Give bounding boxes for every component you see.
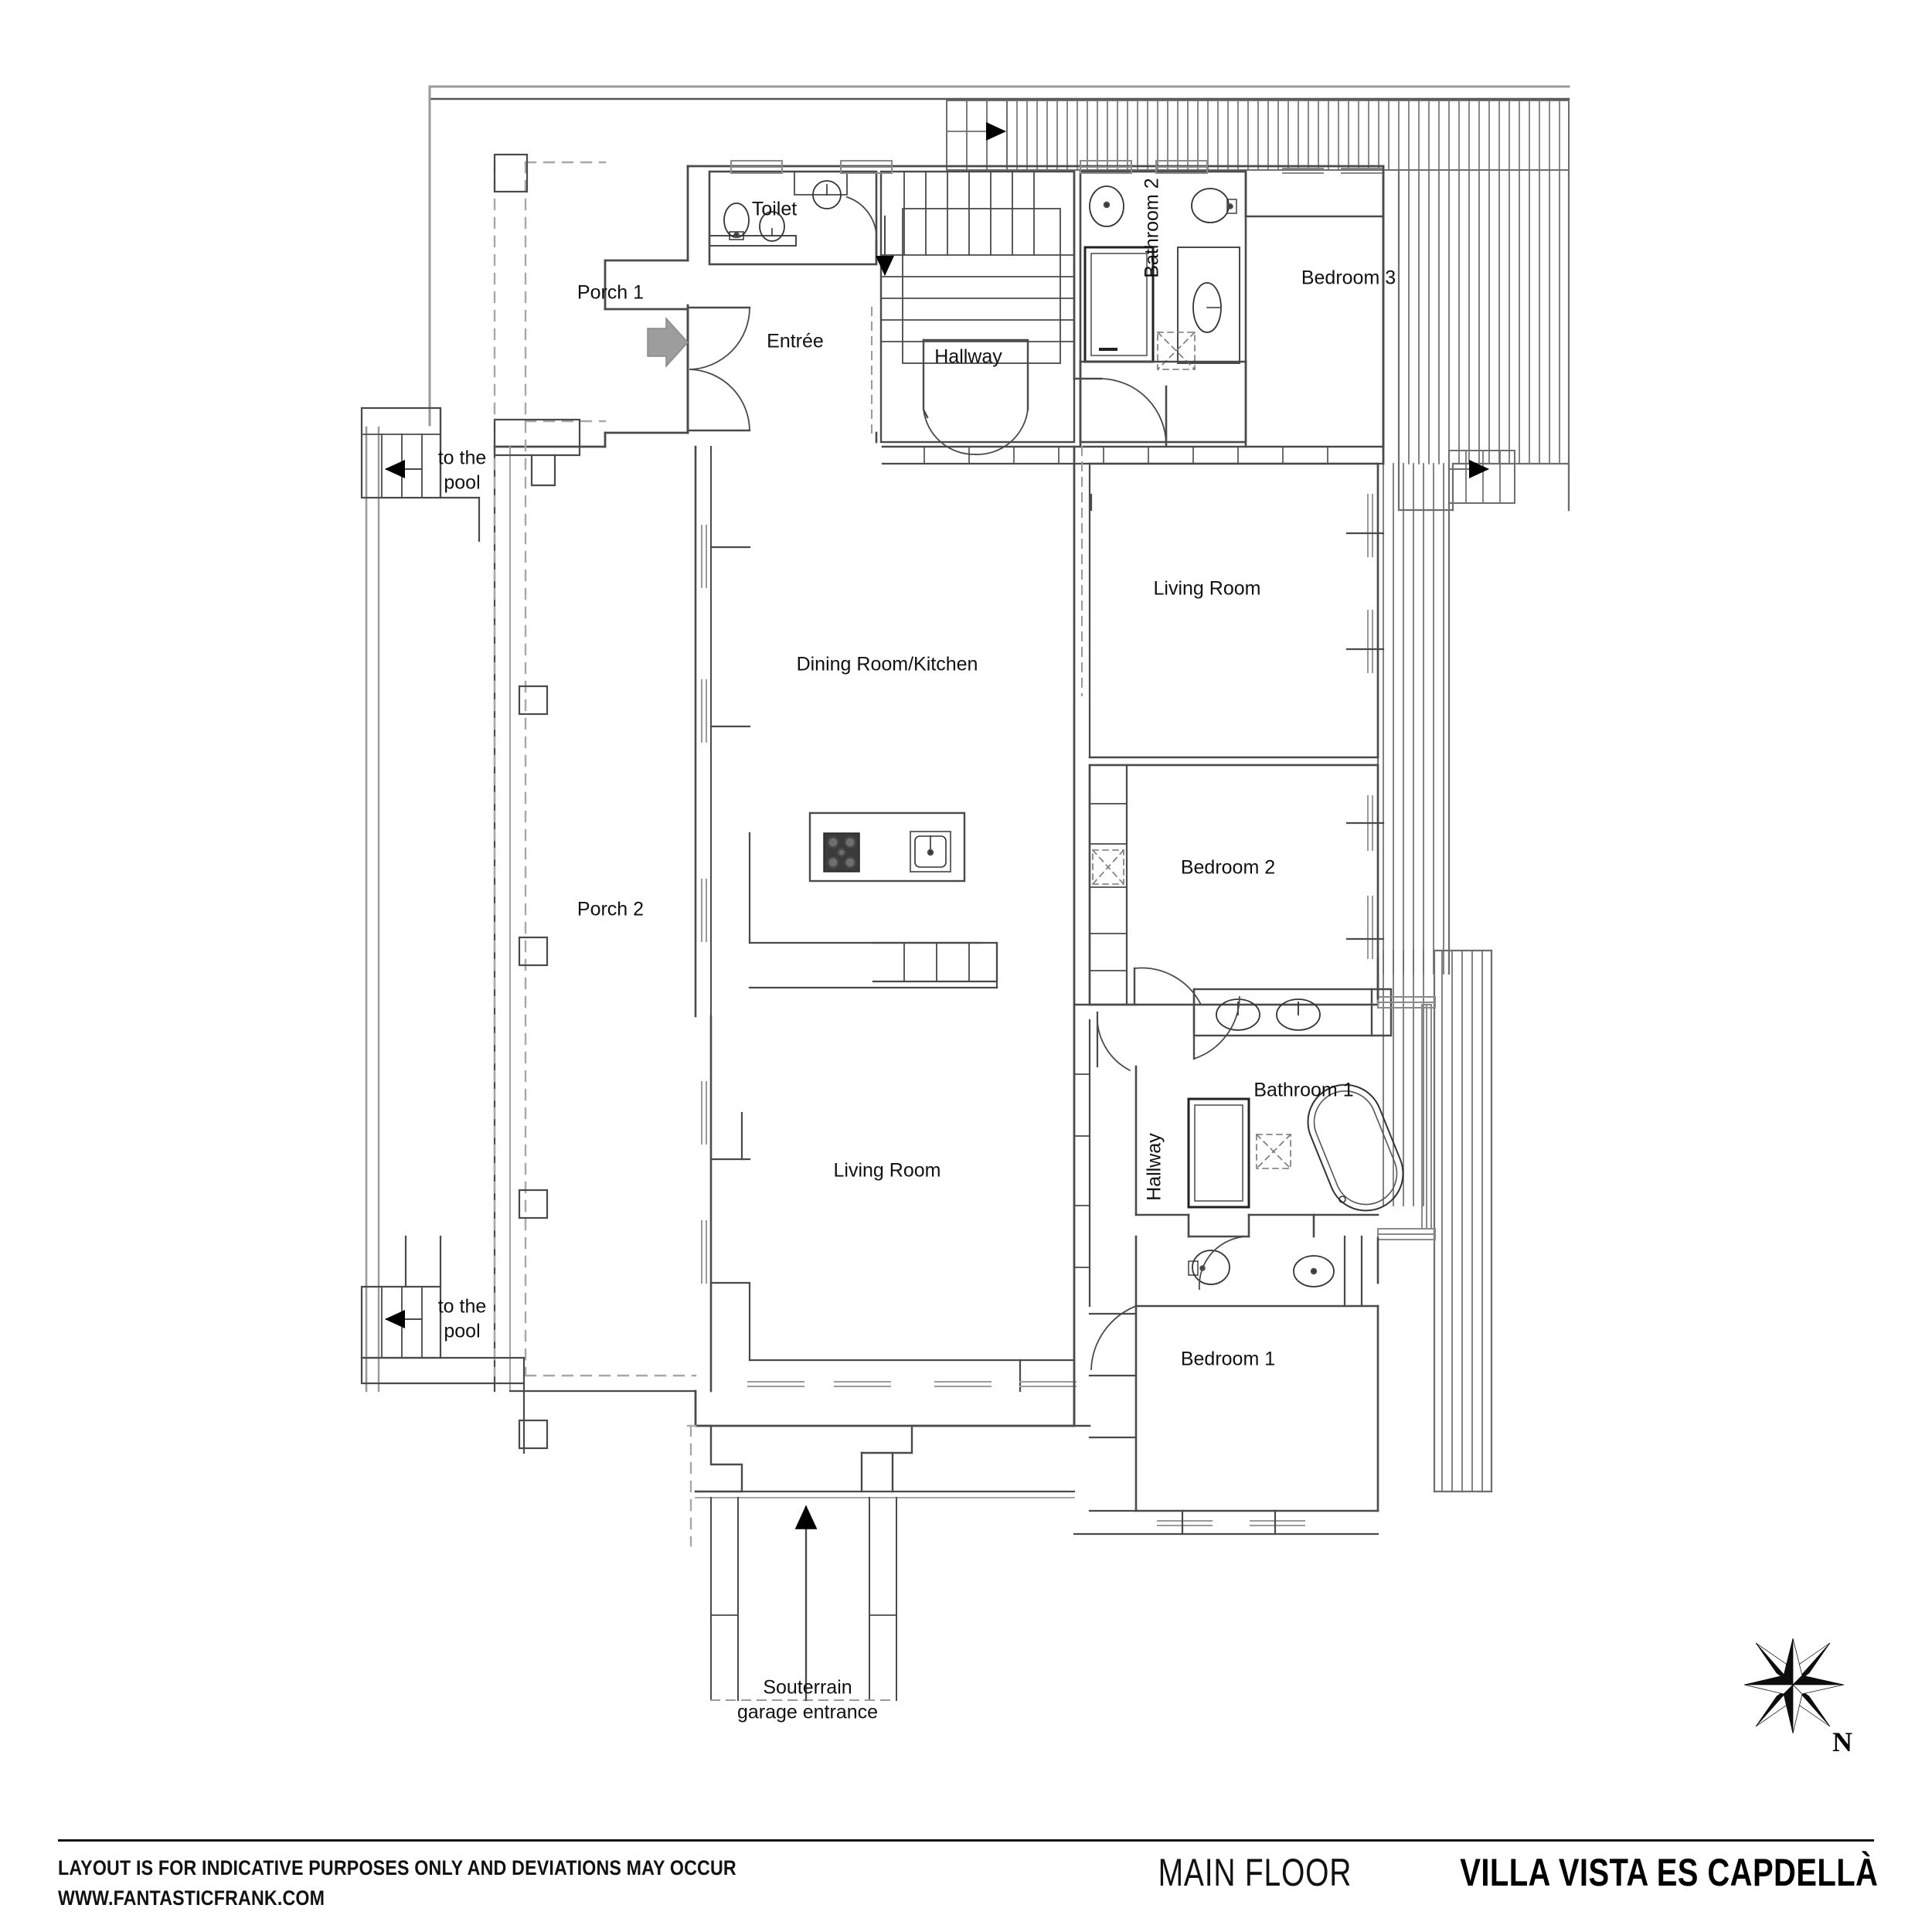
room-bathroom-2 bbox=[1079, 170, 1247, 448]
annotation-to-pool-lower-line2: pool bbox=[444, 1321, 480, 1342]
porch-boundaries bbox=[493, 161, 697, 1547]
windows-top-wall bbox=[730, 160, 1208, 174]
label-bedroom-2: Bedroom 2 bbox=[1181, 857, 1275, 879]
terrace-decking-right-mid bbox=[1376, 450, 1515, 1006]
compass-rose: N bbox=[1735, 1627, 1889, 1804]
site-boundary bbox=[365, 85, 1570, 1393]
room-bedroom-1 bbox=[1073, 1304, 1379, 1536]
label-bedroom-1: Bedroom 1 bbox=[1181, 1349, 1275, 1370]
room-dining-kitchen bbox=[694, 445, 1083, 1284]
main-house-walls bbox=[493, 165, 1385, 1427]
terrace-decking-lower-right bbox=[1433, 949, 1493, 1493]
footer-title-block: MAIN FLOOR VILLA VISTA ES CAPDELLÀ bbox=[1104, 1850, 1878, 1895]
room-bathroom-1 bbox=[1096, 957, 1436, 1308]
pool-stairs-upper bbox=[360, 406, 581, 543]
room-labels: Porch 1 Porch 2 Toilet Entrée Hallway Ba… bbox=[577, 178, 1396, 1369]
footer-divider bbox=[58, 1839, 1874, 1842]
label-bathroom-1: Bathroom 1 bbox=[1253, 1080, 1353, 1101]
room-toilet bbox=[708, 170, 878, 266]
annotation-souterrain-line1: Souterrain bbox=[763, 1677, 852, 1699]
website-url: WWW.FANTASTICFRANK.COM bbox=[58, 1886, 325, 1910]
room-bedroom-3 bbox=[1244, 165, 1385, 448]
label-entree: Entrée bbox=[767, 331, 824, 352]
label-porch-2: Porch 2 bbox=[577, 899, 644, 920]
annotation-to-pool-upper-line1: to the bbox=[438, 447, 487, 469]
annotation-to-pool-upper-line2: pool bbox=[444, 472, 480, 494]
pool-stairs-lower bbox=[360, 1235, 526, 1454]
compass-rose-icon bbox=[1743, 1638, 1845, 1734]
property-title: VILLA VISTA ES CAPDELLÀ bbox=[1459, 1851, 1878, 1894]
hallway-lower-structure bbox=[1073, 1003, 1138, 1370]
label-living-room-lower: Living Room bbox=[834, 1160, 941, 1182]
central-spine-wall bbox=[1073, 445, 1091, 1427]
label-bathroom-2: Bathroom 2 bbox=[1141, 178, 1163, 277]
label-bedroom-3: Bedroom 3 bbox=[1301, 267, 1396, 289]
floor-label: MAIN FLOOR bbox=[1158, 1851, 1352, 1894]
footer: LAYOUT IS FOR INDICATIVE PURPOSES ONLY A… bbox=[0, 1839, 1932, 1932]
label-porch-1: Porch 1 bbox=[577, 282, 644, 304]
label-hallway-upper: Hallway bbox=[934, 346, 1002, 368]
terrace-decking-right bbox=[1397, 168, 1570, 512]
terrace-decking-top bbox=[946, 100, 1570, 171]
label-hallway-lower: Hallway bbox=[1144, 1133, 1165, 1201]
label-toilet: Toilet bbox=[752, 199, 797, 220]
room-living-lower bbox=[709, 1015, 1077, 1427]
garage-ramp bbox=[694, 1424, 1076, 1702]
room-bedroom-2 bbox=[1088, 764, 1385, 1006]
porch-markers bbox=[493, 153, 549, 1450]
plan-annotations: to the pool to the pool Souterrain garag… bbox=[438, 447, 878, 1723]
entrance-arrow-icon bbox=[647, 317, 689, 368]
footer-disclaimer: LAYOUT IS FOR INDICATIVE PURPOSES ONLY A… bbox=[58, 1853, 736, 1913]
terrace-decking-bath1 bbox=[1383, 950, 1424, 1206]
label-dining-room-kitchen: Dining Room/Kitchen bbox=[797, 654, 978, 675]
annotation-souterrain-line2: garage entrance bbox=[737, 1702, 878, 1723]
compass-north-label: N bbox=[1832, 1726, 1852, 1757]
room-entree bbox=[686, 304, 882, 444]
staircase bbox=[876, 170, 1076, 455]
annotation-to-pool-lower-line1: to the bbox=[438, 1296, 487, 1318]
label-living-room-upper: Living Room bbox=[1154, 578, 1261, 600]
room-living-upper bbox=[1088, 462, 1385, 759]
disclaimer-line-1: LAYOUT IS FOR INDICATIVE PURPOSES ONLY A… bbox=[58, 1856, 736, 1879]
